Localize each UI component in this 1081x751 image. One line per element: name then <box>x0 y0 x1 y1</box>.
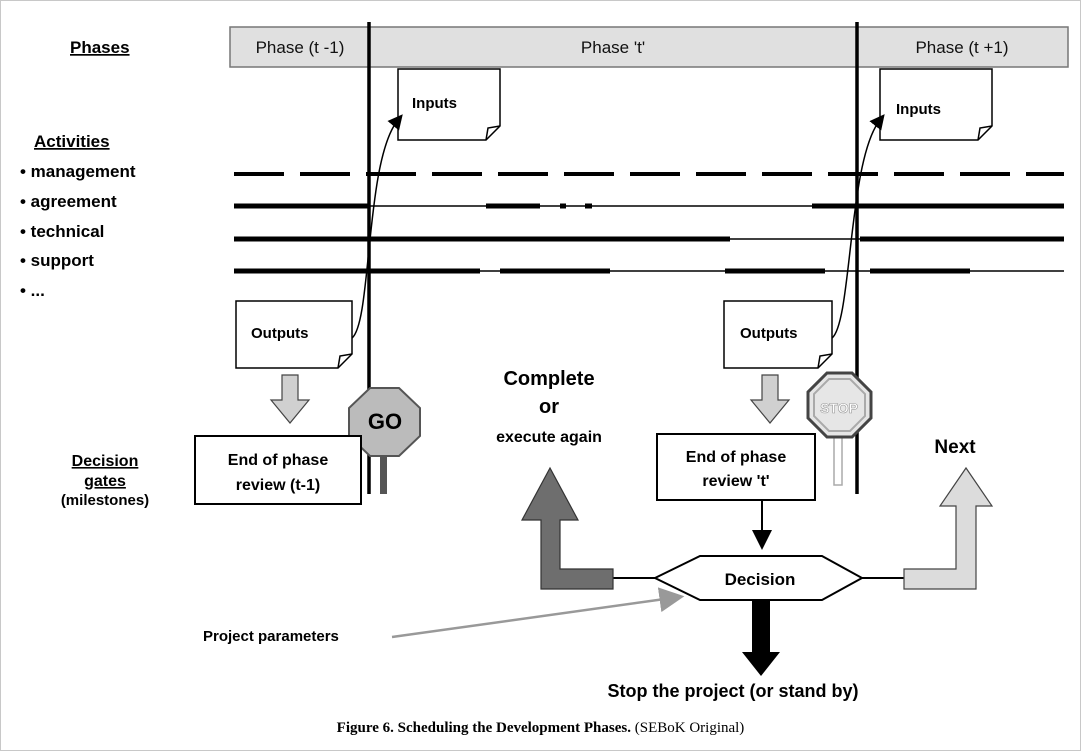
down-arrow-2 <box>749 374 791 424</box>
phase-next-label: Phase (t +1) <box>915 38 1008 57</box>
execute-again-arrow <box>520 466 614 590</box>
phase-box-next <box>856 26 1069 68</box>
caption-source: (SEBoK Original) <box>630 720 745 736</box>
phase-box-current <box>368 26 858 68</box>
svg-text:Outputs: Outputs <box>251 325 309 342</box>
flow-connector-1 <box>351 114 403 339</box>
phase-current-label: Phase 't' <box>581 38 645 57</box>
decision-gates-subtitle: gates <box>84 473 126 490</box>
activity-technical: • technical <box>20 222 104 241</box>
stop-project-arrow <box>742 600 780 676</box>
svg-text:Outputs: Outputs <box>740 325 798 342</box>
phase-prev-label: Phase (t -1) <box>256 38 345 57</box>
stop-sign: STOP <box>806 371 873 486</box>
svg-text:review (t-1): review (t-1) <box>236 477 320 494</box>
inputs-doc-1: Inputs <box>397 68 501 141</box>
flow-connector-2 <box>831 114 885 339</box>
complete-label: Complete <box>503 368 594 390</box>
caption-bold: Figure 6. Scheduling the Development Pha… <box>336 720 631 736</box>
review-box-prev: End of phase review (t-1) <box>194 435 362 505</box>
go-label: GO <box>368 409 402 434</box>
review-box-current: End of phase review 't' <box>656 433 816 501</box>
execute-again-label: execute again <box>496 429 602 446</box>
decision-gates-milestones: (milestones) <box>61 492 149 509</box>
next-label: Next <box>934 437 976 458</box>
svg-text:review 't': review 't' <box>702 473 769 490</box>
down-arrow-1 <box>269 374 311 424</box>
svg-text:Inputs: Inputs <box>896 101 941 118</box>
svg-text:Decision: Decision <box>725 570 796 589</box>
stop-project-label: Stop the project (or stand by) <box>607 681 858 701</box>
inputs-doc-2: Inputs <box>879 68 993 141</box>
activity-management: • management <box>20 162 136 181</box>
phases-label: Phases <box>70 38 130 57</box>
decision-gates-title: Decision <box>72 453 139 470</box>
project-parameters-label: Project parameters <box>203 628 339 645</box>
decision-hexagon: Decision <box>652 555 865 601</box>
svg-text:End of phase: End of phase <box>686 449 787 466</box>
or-label: or <box>539 396 559 418</box>
phase-box-prev <box>229 26 370 68</box>
figure-caption: Figure 6. Scheduling the Development Pha… <box>0 720 1081 737</box>
go-sign: GO <box>348 387 421 494</box>
activity-more: • ... <box>20 281 45 300</box>
activity-agreement: • agreement <box>20 192 117 211</box>
outputs-doc-1: Outputs <box>235 300 353 369</box>
svg-text:End of phase: End of phase <box>228 452 329 469</box>
next-arrow <box>903 466 994 590</box>
project-parameters-arrow <box>391 587 685 639</box>
activities-title: Activities <box>34 132 110 151</box>
outputs-doc-2: Outputs <box>723 300 833 369</box>
svg-text:Inputs: Inputs <box>412 95 457 112</box>
activity-support: • support <box>20 251 94 270</box>
stop-label: STOP <box>820 400 858 416</box>
